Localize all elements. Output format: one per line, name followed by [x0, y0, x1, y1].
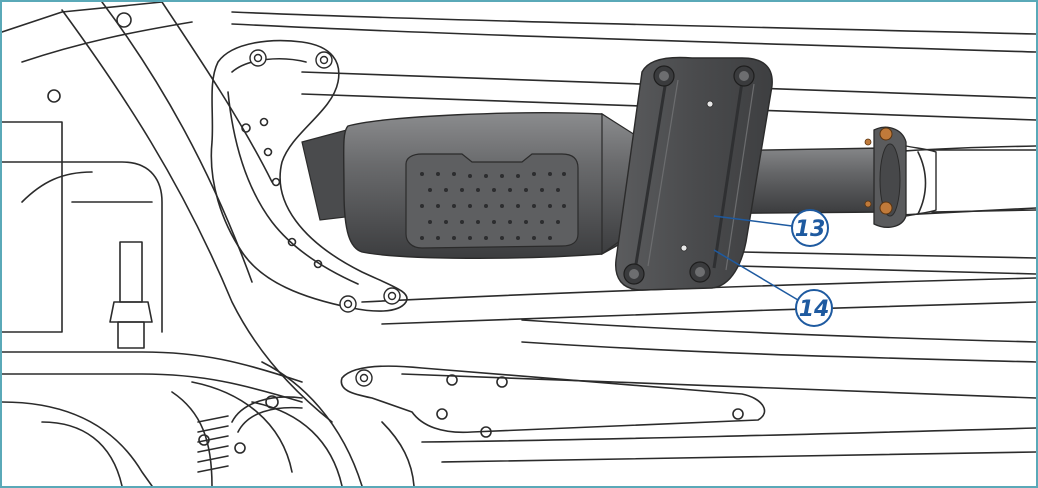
nut-icon — [864, 127, 893, 215]
callout-14-label: 14 — [799, 297, 830, 322]
callout-14-leader — [713, 249, 799, 301]
callout-13-ring — [791, 209, 829, 247]
subframe-bolt-icons — [249, 49, 401, 387]
callout-14: 14 — [713, 249, 833, 327]
heat-shield-bracket — [615, 56, 773, 291]
callout-13-leader — [713, 215, 793, 227]
callout-13: 13 — [713, 209, 829, 247]
callout-14-ring — [795, 289, 833, 327]
callout-13-label: 13 — [795, 217, 826, 242]
heat-shield-perforations — [420, 172, 566, 240]
